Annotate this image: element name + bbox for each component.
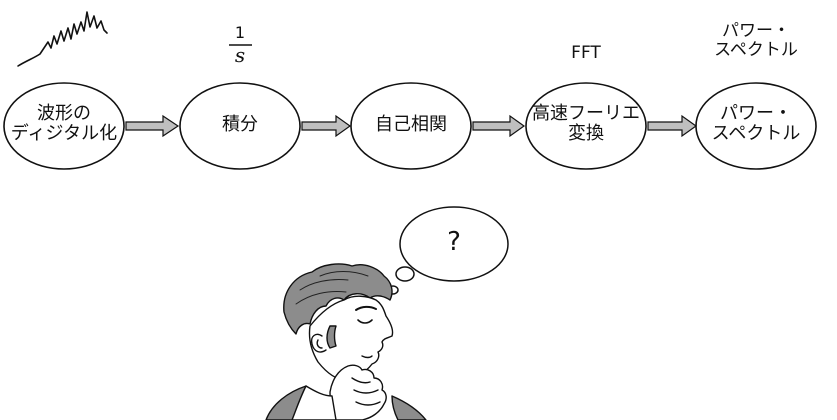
- eye: [357, 319, 373, 324]
- power-top-line-2: スペクトル: [714, 40, 798, 61]
- node-power-line-1: パワー・: [720, 103, 792, 124]
- node-fft: [525, 82, 647, 170]
- arrow-4: [647, 114, 698, 138]
- arrow-2: [301, 114, 352, 138]
- power-top-line-1: パワー・: [722, 21, 790, 41]
- node-digitize-label: 波形の ディジタル化: [4, 103, 124, 145]
- node-power-label: パワー・ スペクトル: [696, 103, 816, 145]
- node-autocorr-line-1: 自己相関: [375, 114, 447, 135]
- node-fft-line-1: 高速フーリエ: [532, 103, 640, 124]
- collar: [291, 385, 337, 420]
- face: [308, 295, 394, 381]
- integral-fraction-numerator: 1: [234, 23, 246, 42]
- thought-question-mark: ?: [447, 227, 461, 257]
- node-digitize-line-1: 波形の: [37, 103, 91, 124]
- node-autocorr-label: 自己相関: [351, 114, 471, 135]
- node-power-line-2: スペクトル: [711, 123, 801, 145]
- jacket-right: [391, 395, 427, 420]
- node-fft-line-2: 変換: [568, 123, 604, 145]
- node-digitize-line-2: ディジタル化: [10, 123, 118, 145]
- node-integrate: [179, 82, 301, 170]
- bubble-dot-large: [395, 266, 415, 282]
- node-integrate-label: 積分: [180, 114, 300, 135]
- integral-fraction-denominator: s: [234, 43, 246, 67]
- fft-top-label: FFT: [571, 43, 601, 63]
- hand: [329, 364, 387, 420]
- node-digitize: [3, 82, 125, 170]
- eyebrow: [355, 305, 377, 311]
- mouth: [361, 355, 373, 359]
- bubble-main: [399, 206, 509, 282]
- waveform-icon: [17, 11, 108, 67]
- power-spectrum-top-label: パワー・ スペクトル: [696, 21, 816, 61]
- node-fft-label: 高速フーリエ 変換: [526, 103, 646, 145]
- arrow-3: [472, 114, 526, 138]
- flow-arrows: [125, 114, 698, 138]
- thinking-man-illustration: [265, 263, 427, 420]
- node-integrate-line-1: 積分: [222, 114, 258, 135]
- arrow-1: [125, 114, 180, 138]
